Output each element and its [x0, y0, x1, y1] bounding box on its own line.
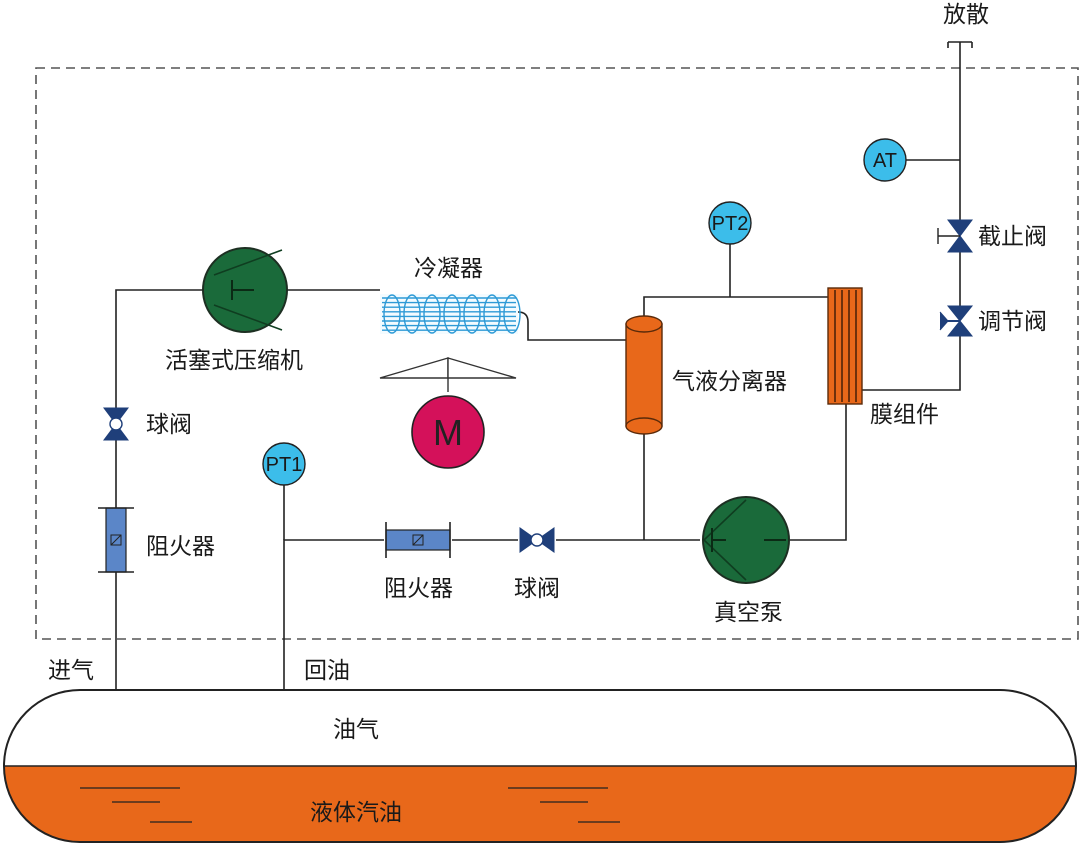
ball-valve-left-label: 球阀: [146, 412, 192, 438]
vapor-label: 油气: [333, 717, 379, 743]
flame-arrester-bottom-icon: [385, 522, 451, 558]
condenser-coil-loop: [503, 294, 521, 334]
ball-valve-icon: [103, 407, 129, 441]
stop-valve-icon: [937, 219, 973, 253]
motor-icon: M: [411, 395, 485, 469]
condenser-coil-loop: [383, 294, 401, 334]
separator-label: 气液分离器: [672, 369, 787, 395]
flame-arrester-bottom-label: 阻火器: [384, 576, 453, 602]
control-valve-label: 调节阀: [978, 309, 1047, 335]
skid-boundary: [35, 67, 1079, 640]
compressor-label: 活塞式压缩机: [165, 348, 303, 374]
fan-icon: [379, 357, 517, 392]
liquid-gasoline-fill: [4, 766, 1076, 842]
at-instrument: AT: [863, 138, 907, 182]
control-valve-icon: [939, 305, 974, 337]
motor-label: M: [433, 412, 463, 453]
ball-valve-bottom-icon: [519, 527, 555, 553]
condenser-label: 冷凝器: [414, 256, 483, 282]
at-tag: AT: [873, 150, 897, 172]
ball-valve-bottom-label: 球阀: [514, 576, 560, 602]
condenser-coil-loop: [443, 294, 461, 334]
membrane-icon: [827, 287, 863, 405]
membrane-label: 膜组件: [870, 402, 939, 428]
oil-return-label: 回油: [304, 658, 350, 684]
inlet-label: 进气: [48, 658, 94, 684]
pt2-tag: PT2: [712, 213, 749, 235]
liquid-surface-lines: [80, 787, 620, 823]
flame-arrester-icon: [98, 507, 134, 573]
separator-icon: [625, 315, 663, 435]
vacuum-pump-icon: [702, 496, 790, 584]
pt2-instrument: PT2: [708, 201, 752, 245]
vacuum-pump-label: 真空泵: [714, 600, 783, 626]
pt1-tag: PT1: [266, 454, 303, 476]
compressor-icon: [202, 247, 288, 333]
condenser-coil-loop: [403, 294, 421, 334]
vent-label: 放散: [943, 2, 989, 28]
condenser-coil-loop: [483, 294, 501, 334]
condenser-icon: [380, 294, 521, 334]
pt1-instrument: PT1: [262, 442, 306, 486]
stop-valve-label: 截止阀: [978, 224, 1047, 250]
liquid-gasoline-label: 液体汽油: [310, 800, 402, 826]
storage-tank: [3, 689, 1077, 843]
flame-arrester-left-label: 阻火器: [146, 534, 215, 560]
condenser-coil-loop: [463, 294, 481, 334]
condenser-coil-loop: [423, 294, 441, 334]
